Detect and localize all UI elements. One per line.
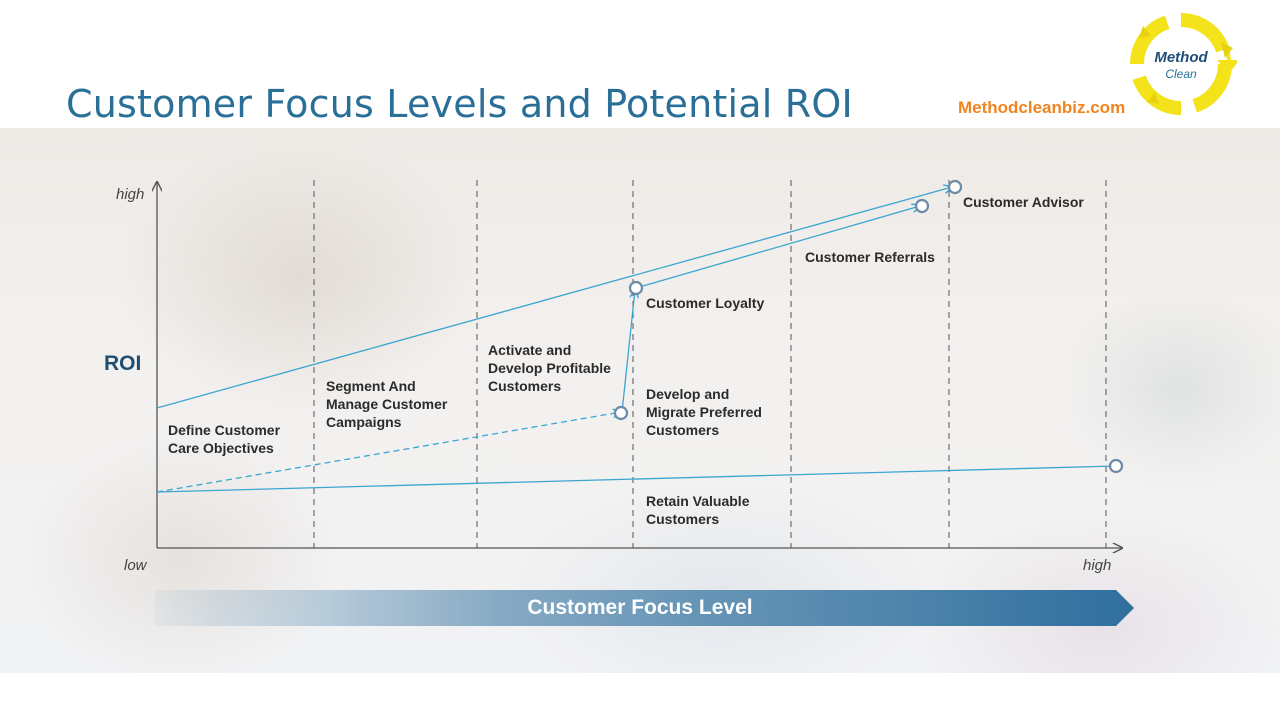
node-retain [1108,458,1124,474]
path-bottom [156,465,1117,493]
path-dashed [156,412,621,493]
website-label: Methodcleanbiz.com [958,98,1126,117]
stage-activate-develop: Activate and Develop Profitable Customer… [488,342,611,394]
logo-text-2: Clean [1165,67,1197,81]
node-loyalty [628,280,644,296]
path-top [156,187,952,409]
path-loyalty [635,206,920,289]
x-axis-title: Customer Focus Level [527,596,753,619]
stage-segment-campaigns: Segment And Manage Customer Campaigns [326,378,448,430]
stage-customer-referrals: Customer Referrals [805,249,935,265]
page-title: Customer Focus Levels and Potential ROI [66,82,853,126]
background-photo [0,128,1280,673]
recycle-arrows-icon [1130,13,1237,115]
logo-text-1: Method [1154,49,1208,66]
x-axis-low-label: low [124,557,147,574]
stage-develop-migrate: Develop and Migrate Preferred Customers [646,386,762,438]
stage-customer-advisor: Customer Advisor [963,194,1084,210]
stage-customer-loyalty: Customer Loyalty [646,295,765,311]
y-axis-high-label: high [116,186,145,203]
x-axis-high-label: high [1083,557,1112,574]
y-axis-title: ROI [104,352,142,375]
node-advisor [947,179,963,195]
path-up [621,290,635,413]
stage-retain-customers: Retain Valuable Customers [646,493,750,527]
node-develop [613,405,629,421]
method-clean-logo: Method Clean [1130,13,1237,115]
stage-define-objectives: Define Customer Care Objectives [168,422,281,456]
customer-focus-arrow [155,590,1134,626]
node-referrals [914,198,930,214]
